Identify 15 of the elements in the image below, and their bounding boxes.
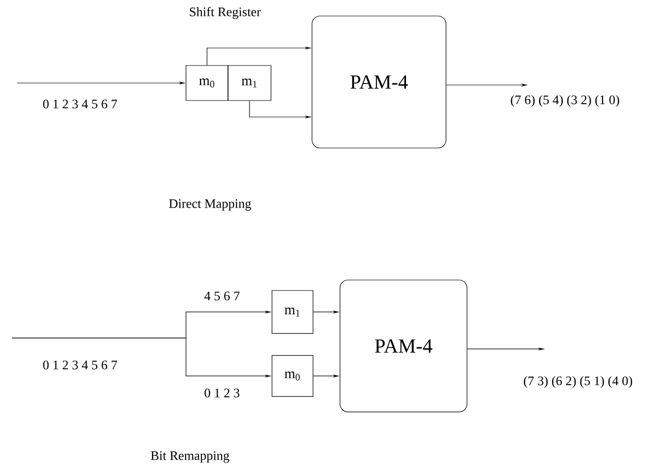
- register-box: m$_{1}$: [228, 65, 272, 101]
- caption-text: Bit Remapping: [150, 451, 230, 463]
- modulator-box: PAM-4: [312, 16, 446, 148]
- edge-label: (7 6) (5 4) (3 2) (1 0): [510, 95, 620, 107]
- register-box: m$_{0}$: [186, 65, 228, 101]
- edge-label: 4 5 6 7: [204, 292, 240, 300]
- caption-text: Direct Mapping: [169, 199, 252, 211]
- register-box: m$_{0}$: [272, 355, 314, 397]
- caption-text: Shift Register: [190, 7, 261, 19]
- edge-label: 0 1 2 3: [204, 388, 240, 398]
- input-sequence-label: 0 1 2 3 4 5 6 7: [43, 360, 118, 370]
- edge-label: (7 3) (6 2) (5 1) (4 0): [524, 376, 632, 388]
- edge-label: 0 1 2 3 4 5 6 7: [43, 100, 118, 108]
- modulator-box: PAM-4: [340, 280, 468, 412]
- register-box: m$_{1}$: [272, 290, 314, 334]
